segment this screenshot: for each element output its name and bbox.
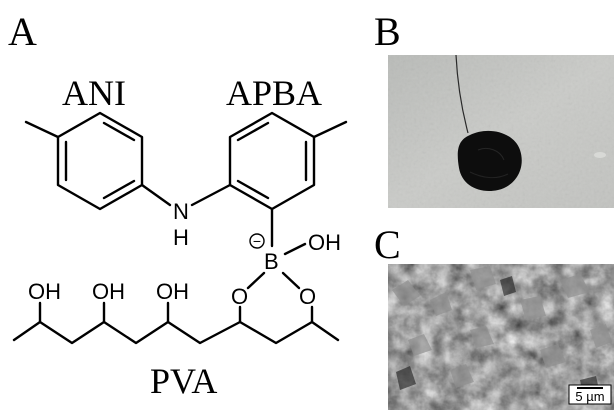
boron-hydroxyl-bond [283,242,307,256]
sem-micrograph [388,264,614,410]
ani-nh-bond [140,183,172,207]
boron-charge: − [253,233,261,249]
boron-charge-badge: − [249,233,265,249]
pva-hydroxyl-1: OH [28,279,61,304]
scale-bar: 5 µm [568,384,612,405]
boron-atom: B [264,249,279,274]
boron-oxygen-left-bond [246,271,266,290]
apba-methyl-bond [312,120,348,139]
pva-label: PVA [150,361,217,401]
amine-hydrogen: H [173,225,189,250]
panel-letter-b: B [374,9,401,54]
pva-hydroxyl-3: OH [156,279,189,304]
panel-letter-c: C [374,222,401,267]
panel-a: A ANI APBA N H − B OH [8,9,348,401]
panel-c: C 5 µm [374,222,614,410]
pva-hydroxyl-2: OH [92,279,125,304]
electrode-wire [455,55,469,134]
scale-bar-label: 5 µm [575,389,604,404]
apba-nh-bond [190,183,232,207]
ani-benzene-ring [56,111,144,211]
sample-photo [388,55,614,208]
ester-oxygen-left: O [231,284,248,309]
ani-methyl-bond [24,120,60,139]
boron-hydroxyl: OH [308,230,341,255]
apba-benzene-ring [228,111,316,211]
pva-backbone [12,320,340,345]
panel-letter-a: A [8,9,37,54]
boron-oxygen-right-bond [281,271,301,290]
apba-label: APBA [226,73,322,113]
panel-b: B [374,9,614,208]
ani-label: ANI [62,73,126,113]
dark-sample-disc [457,130,522,192]
ester-oxygen-right: O [299,284,316,309]
nitrogen-atom: N [173,199,189,224]
